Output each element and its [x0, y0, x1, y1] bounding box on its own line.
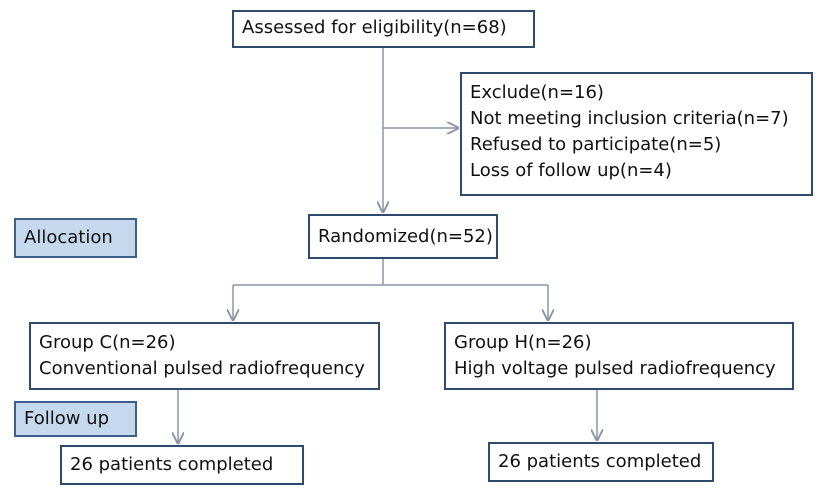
- group-h-box: Group H(n=26) High voltage pulsed radiof…: [444, 322, 794, 390]
- completed-c-text: 26 patients completed: [70, 454, 274, 475]
- exclude-reason-inclusion: Not meeting inclusion criteria(n=7): [470, 108, 789, 129]
- group-h-subtitle: High voltage pulsed radiofrequency: [454, 358, 776, 379]
- allocation-stage-label: Allocation: [14, 218, 137, 258]
- assessed-eligibility-text: Assessed for eligibility(n=68): [242, 17, 507, 38]
- allocation-stage-text: Allocation: [24, 227, 113, 248]
- exclude-title: Exclude(n=16): [470, 82, 604, 103]
- group-h-title: Group H(n=26): [454, 332, 592, 353]
- exclude-box: Exclude(n=16) Not meeting inclusion crit…: [460, 72, 813, 196]
- group-c-title: Group C(n=26): [39, 332, 176, 353]
- exclude-reason-refused: Refused to participate(n=5): [470, 134, 722, 155]
- group-c-subtitle: Conventional pulsed radiofrequency: [39, 358, 365, 379]
- completed-h-text: 26 patients completed: [498, 451, 702, 472]
- randomized-text: Randomized(n=52): [318, 226, 493, 247]
- completed-c-box: 26 patients completed: [60, 445, 304, 485]
- group-c-box: Group C(n=26) Conventional pulsed radiof…: [29, 322, 380, 390]
- exclude-reason-follow-up: Loss of follow up(n=4): [470, 160, 672, 181]
- follow-up-stage-label: Follow up: [14, 401, 137, 437]
- follow-up-stage-text: Follow up: [24, 408, 110, 429]
- assessed-eligibility-box: Assessed for eligibility(n=68): [232, 10, 535, 48]
- randomized-box: Randomized(n=52): [308, 214, 498, 259]
- completed-h-box: 26 patients completed: [488, 442, 714, 482]
